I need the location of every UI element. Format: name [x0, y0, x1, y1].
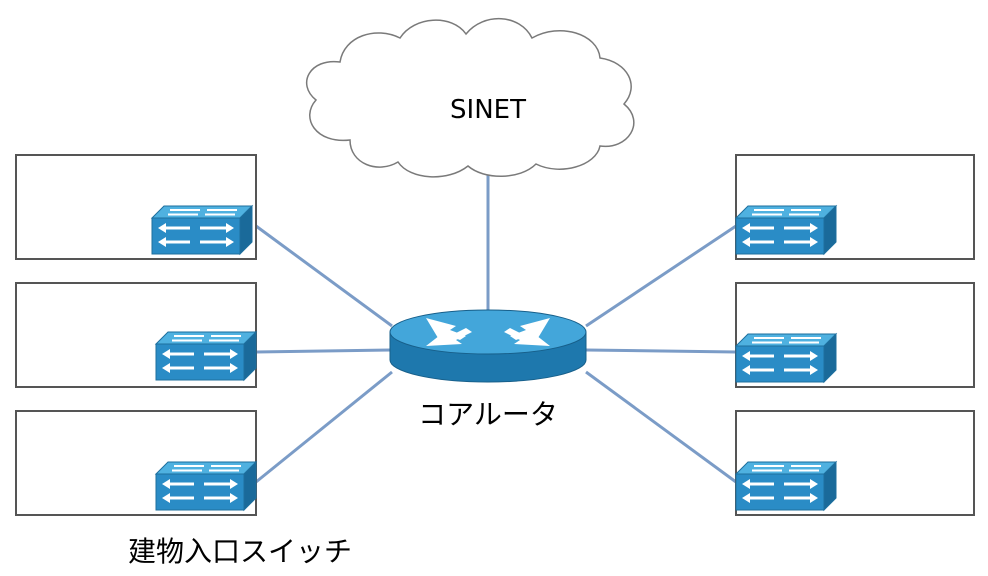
- cloud-label: SINET: [450, 95, 526, 125]
- link-right-2: [585, 348, 737, 354]
- link-left-2: [255, 348, 393, 354]
- switch-icon: [154, 330, 258, 382]
- cloud-icon: [305, 18, 635, 178]
- switch-icon: [150, 204, 254, 256]
- switch-icon: [734, 460, 838, 512]
- switch-caption: 建物入口スイッチ: [128, 535, 352, 568]
- link-right-1: [585, 224, 737, 328]
- switch-icon: [734, 204, 838, 256]
- link-left-1: [255, 224, 393, 328]
- link-left-3: [255, 370, 393, 484]
- switch-icon: [154, 460, 258, 512]
- network-links: [255, 168, 737, 484]
- router-label: コアルータ: [418, 398, 558, 431]
- switch-icon: [734, 332, 838, 384]
- router-icon: [389, 309, 587, 383]
- link-right-3: [585, 370, 737, 484]
